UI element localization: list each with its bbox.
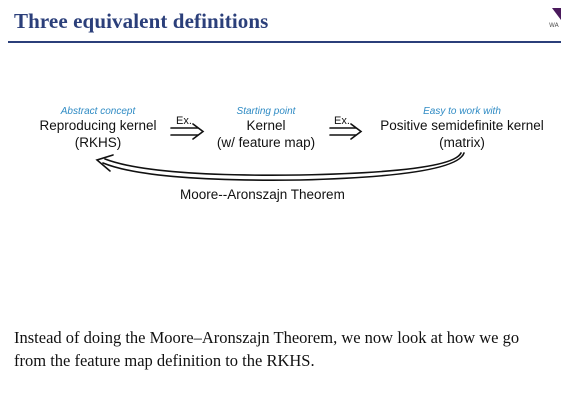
psd-kernel-block: Easy to work with Positive semidefinite … bbox=[364, 106, 560, 151]
logo-text: WA bbox=[549, 22, 559, 29]
theorem-label: Moore--Aronszajn Theorem bbox=[180, 187, 345, 202]
curved-return-arrow-icon bbox=[95, 152, 465, 181]
psd-subtitle: (matrix) bbox=[439, 135, 485, 150]
slide-title: Three equivalent definitions bbox=[14, 9, 269, 33]
rkhs-caption: Abstract concept bbox=[60, 106, 136, 117]
rkhs-subtitle: (RKHS) bbox=[74, 135, 122, 150]
kernel-subtitle: (w/ feature map) bbox=[216, 135, 316, 150]
double-arrow-2-icon bbox=[329, 123, 363, 140]
kernel-title: Kernel bbox=[246, 118, 286, 133]
title-underline bbox=[8, 41, 561, 43]
body-paragraph: Instead of doing the Moore–Aronszajn The… bbox=[14, 328, 520, 370]
psd-caption: Easy to work with bbox=[423, 106, 501, 117]
arrow1-label: Ex. bbox=[176, 115, 192, 127]
psd-title: Positive semidefinite kernel bbox=[380, 118, 544, 133]
university-logo-icon bbox=[552, 8, 561, 20]
kernel-caption: Starting point bbox=[236, 106, 296, 117]
rkhs-block: Abstract concept Reproducing kernel (RKH… bbox=[28, 106, 168, 151]
arrow2-label: Ex. bbox=[334, 115, 350, 127]
kernel-block: Starting point Kernel (w/ feature map) bbox=[205, 106, 327, 151]
rkhs-title: Reproducing kernel bbox=[39, 118, 157, 133]
double-arrow-1-icon bbox=[170, 123, 205, 140]
